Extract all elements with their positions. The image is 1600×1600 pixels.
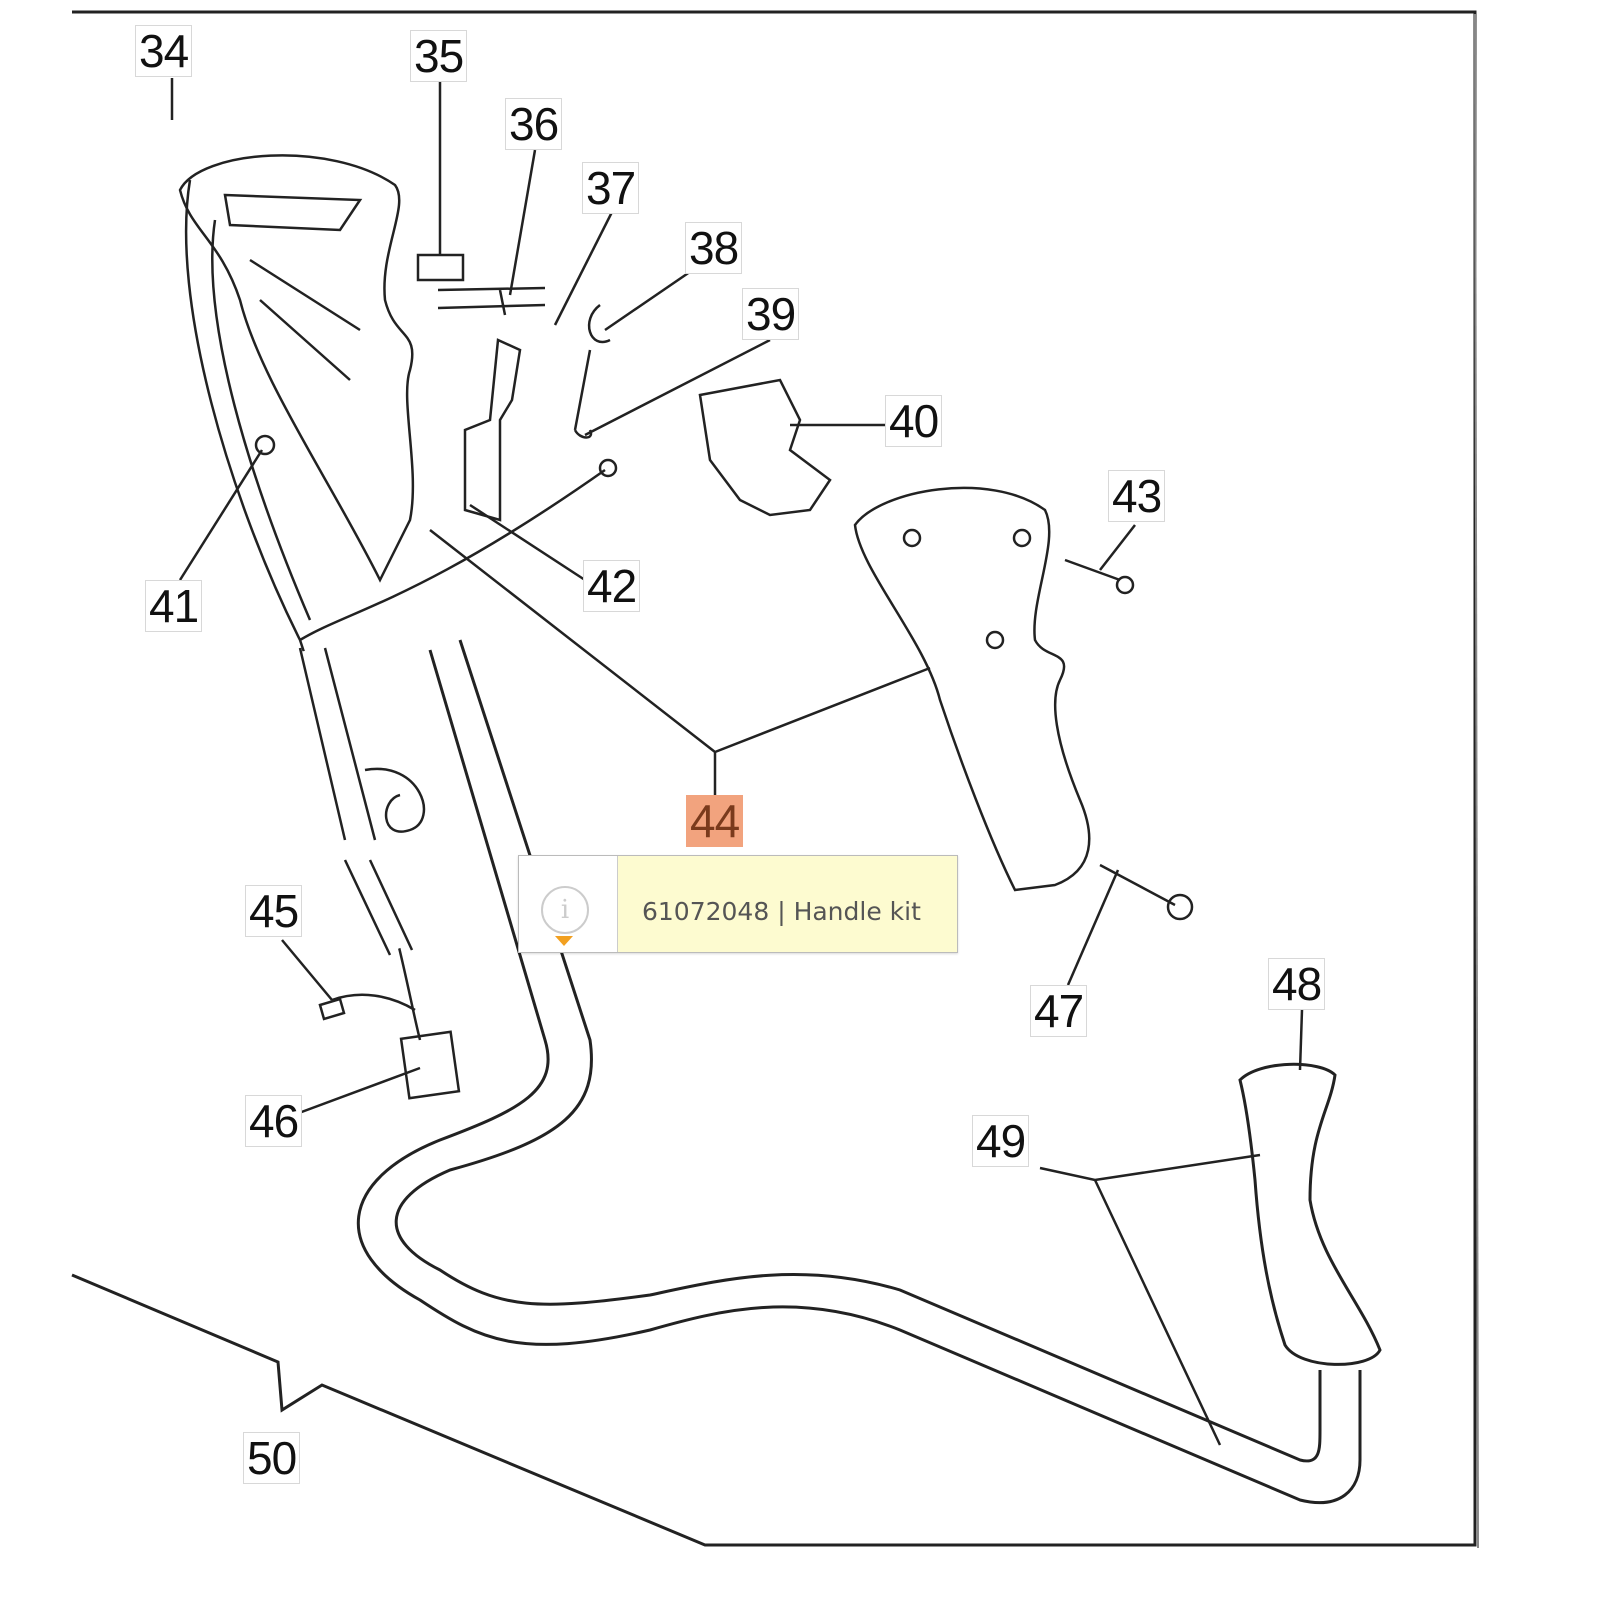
callout-49[interactable]: 49 — [972, 1115, 1030, 1167]
callout-34[interactable]: 34 — [135, 25, 193, 77]
callout-41[interactable]: 41 — [145, 580, 203, 632]
trigger-parts-drawing — [416, 253, 1135, 595]
part-tooltip: i 61072048 | Handle kit — [518, 855, 958, 953]
grip-drawing — [853, 486, 1194, 921]
leader-lines — [170, 78, 1304, 1446]
callout-43[interactable]: 43 — [1108, 470, 1166, 522]
callout-48[interactable]: 48 — [1268, 958, 1326, 1010]
callout-40[interactable]: 40 — [885, 395, 943, 447]
callout-38[interactable]: 38 — [685, 222, 743, 274]
callout-50[interactable]: 50 — [243, 1432, 301, 1484]
cable-drawing — [184, 179, 618, 1100]
callout-46[interactable]: 46 — [245, 1095, 303, 1147]
callout-35[interactable]: 35 — [410, 30, 468, 82]
dropdown-arrow-icon[interactable] — [555, 936, 573, 946]
handle-housing-drawing — [178, 154, 415, 583]
callout-47[interactable]: 47 — [1030, 985, 1088, 1037]
callout-36[interactable]: 36 — [505, 98, 563, 150]
handlebar-drawing — [356, 639, 1382, 1505]
callout-39[interactable]: 39 — [742, 288, 800, 340]
info-icon: i — [541, 886, 589, 934]
callout-44-selected[interactable]: 44 — [686, 795, 744, 847]
frame — [71, 10, 1479, 1549]
callout-42[interactable]: 42 — [583, 560, 641, 612]
callout-45[interactable]: 45 — [245, 885, 303, 937]
tooltip-icon-area: i — [519, 856, 618, 952]
callout-37[interactable]: 37 — [582, 162, 640, 214]
tooltip-text: 61072048 | Handle kit — [618, 856, 957, 952]
